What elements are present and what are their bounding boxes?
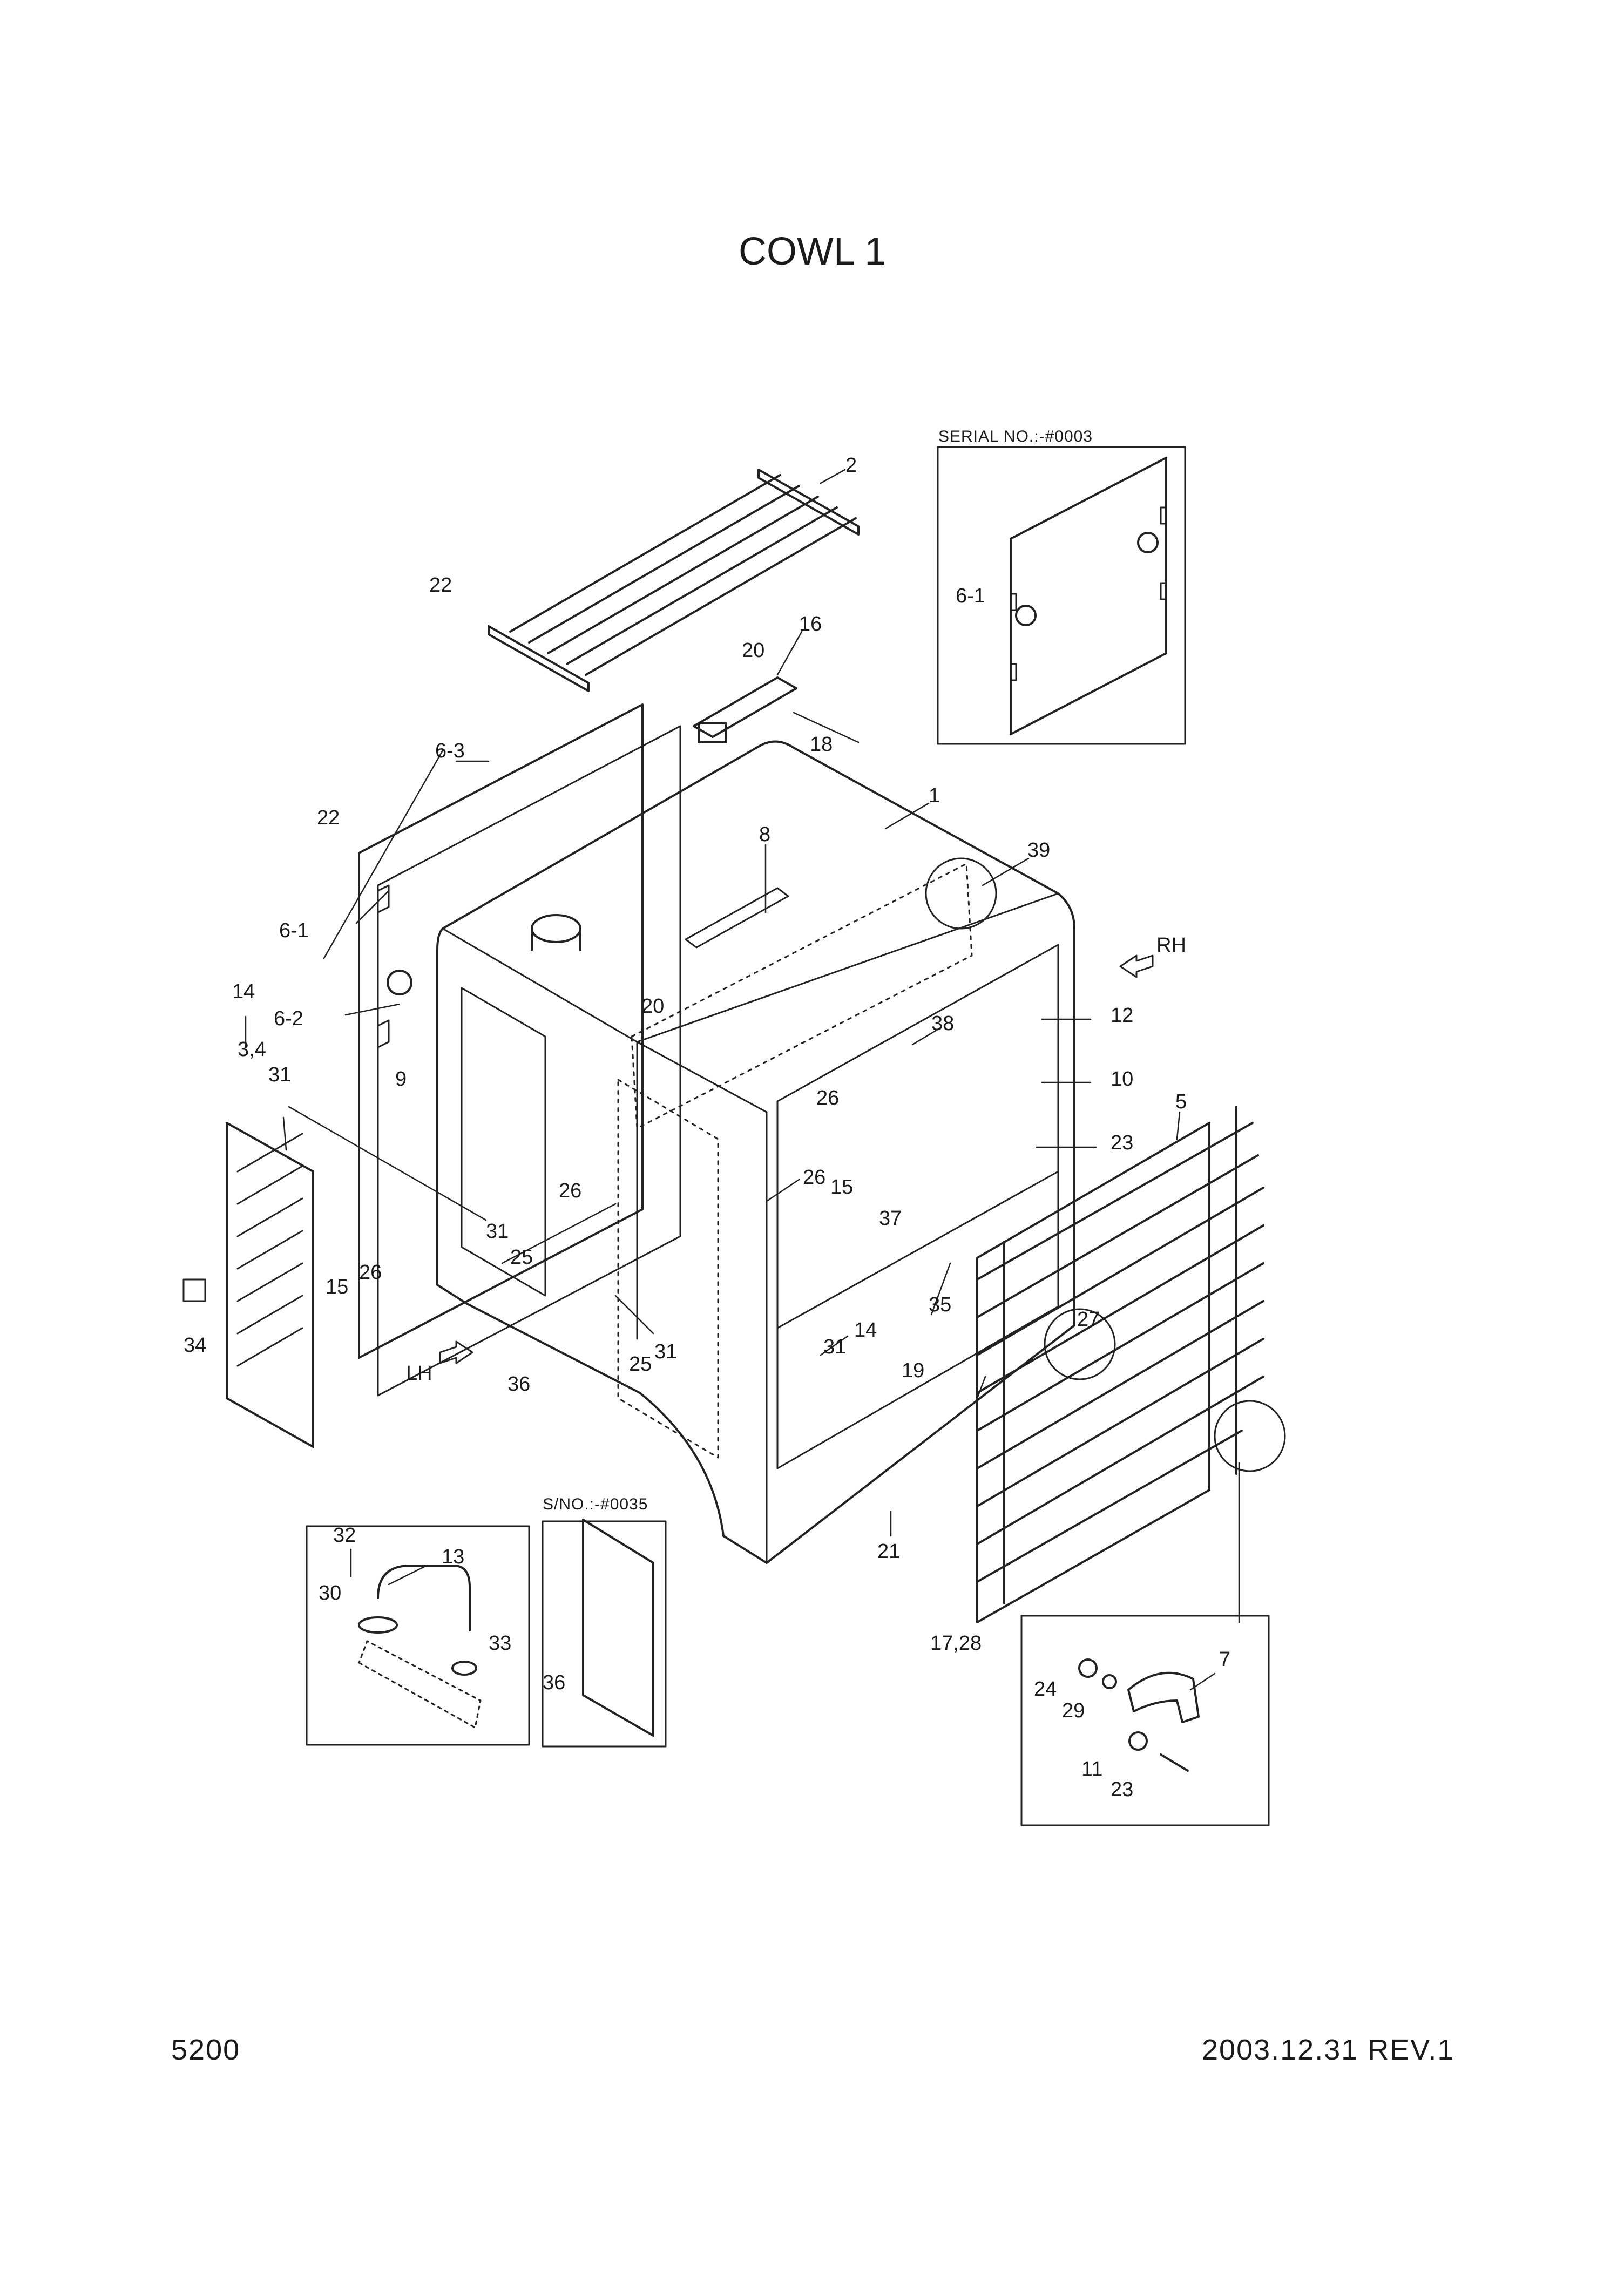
callout-39: 39 <box>1027 839 1051 862</box>
callout-12: 12 <box>1111 1004 1134 1027</box>
callout-3-4: 3,4 <box>238 1038 266 1061</box>
louvered-panel <box>182 1122 314 1448</box>
callout-23-right: 23 <box>1111 1132 1134 1154</box>
handle-inset-parts <box>358 1565 482 1729</box>
callout-16: 16 <box>799 613 822 635</box>
callout-25-left: 25 <box>510 1246 533 1269</box>
callout-17-28: 17,28 <box>930 1632 982 1655</box>
callout-14-mid: 14 <box>854 1319 877 1342</box>
callout-20-mid: 20 <box>641 995 665 1018</box>
callout-29: 29 <box>1062 1699 1085 1722</box>
inset-panel-6-1 <box>1010 457 1167 735</box>
diagram-title: COWL 1 <box>739 230 887 273</box>
page-number: 5200 <box>171 2034 241 2066</box>
callout-26-upper: 26 <box>816 1087 840 1109</box>
callout-8: 8 <box>759 823 771 846</box>
latch-inset-parts <box>1078 1658 1200 1772</box>
callout-2: 2 <box>845 454 857 477</box>
sno-inset-box <box>542 1520 667 1748</box>
callout-37: 37 <box>879 1207 902 1230</box>
lh-arrow-icon <box>439 1340 473 1364</box>
sno-inset-pad <box>582 1519 654 1737</box>
callout-25-lower: 25 <box>629 1353 652 1376</box>
callout-15-left: 15 <box>326 1276 349 1298</box>
lh-label: LH <box>406 1362 432 1385</box>
callout-1: 1 <box>929 784 940 807</box>
callout-19: 19 <box>902 1359 925 1382</box>
callout-34: 34 <box>184 1334 207 1357</box>
callout-11: 11 <box>1081 1758 1103 1780</box>
left-side-panels <box>358 703 681 1397</box>
callout-26-low: 26 <box>359 1261 382 1284</box>
callout-30: 30 <box>319 1582 342 1604</box>
callout-36-inset: 36 <box>543 1671 566 1694</box>
callout-21: 21 <box>877 1540 901 1563</box>
serial-inset-box <box>937 446 1186 745</box>
callout-22-left: 22 <box>317 807 340 829</box>
callout-14-left: 14 <box>232 980 255 1003</box>
revision-date: 2003.12.31 REV.1 <box>1202 2034 1455 2066</box>
serial-inset-label: SERIAL NO.:-#0003 <box>938 428 1093 445</box>
callout-31-mid: 31 <box>486 1220 509 1243</box>
callout-6-2: 6-2 <box>274 1007 303 1030</box>
handle-inset-box <box>306 1525 530 1746</box>
callout-35: 35 <box>929 1294 952 1316</box>
callout-24: 24 <box>1034 1678 1057 1701</box>
callout-36-left: 36 <box>508 1373 531 1396</box>
callout-9: 9 <box>395 1068 407 1091</box>
callout-10: 10 <box>1111 1068 1134 1091</box>
callout-31-lower: 31 <box>654 1340 678 1363</box>
callout-23-inset: 23 <box>1111 1778 1134 1801</box>
latch-inset-box <box>1020 1615 1270 1826</box>
callout-27: 27 <box>1077 1308 1100 1331</box>
callout-7: 7 <box>1219 1648 1231 1671</box>
callout-22-top: 22 <box>429 574 452 597</box>
sno-inset-label: S/NO.:-#0035 <box>543 1495 648 1513</box>
cover-plate <box>693 676 797 743</box>
callout-15-mid: 15 <box>830 1176 854 1198</box>
callout-31-center: 31 <box>823 1336 847 1358</box>
callout-26-mid: 26 <box>803 1166 826 1189</box>
callout-32: 32 <box>333 1524 356 1547</box>
callout-6-1: 6-1 <box>279 919 309 942</box>
callout-26-left: 26 <box>559 1180 582 1202</box>
callout-5: 5 <box>1175 1091 1187 1113</box>
callout-33: 33 <box>489 1632 512 1655</box>
callout-20-top: 20 <box>742 639 765 662</box>
callout-13: 13 <box>442 1546 465 1568</box>
leader-lines <box>245 469 1240 1691</box>
callout-6-1-inset: 6-1 <box>956 585 985 607</box>
rear-door-grille <box>976 1106 1286 1623</box>
rh-label: RH <box>1156 934 1186 957</box>
rh-arrow-icon <box>1119 954 1154 978</box>
callout-18: 18 <box>810 733 833 756</box>
top-grille <box>488 469 860 692</box>
callout-6-3: 6-3 <box>435 740 465 762</box>
callout-38: 38 <box>931 1012 955 1035</box>
main-cowl-body <box>436 740 1075 1564</box>
callout-31-left: 31 <box>268 1064 292 1086</box>
